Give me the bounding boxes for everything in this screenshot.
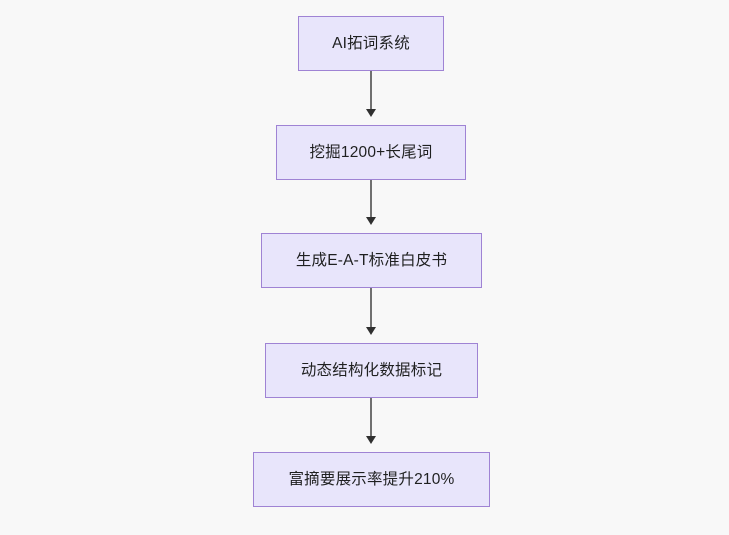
edge-arrowhead-3 [366, 327, 376, 335]
edge-line-1 [370, 71, 372, 109]
flow-node-rich-snippet-impression-uplift[interactable]: 富摘要展示率提升210% [253, 452, 490, 507]
flow-node-label: AI拓词系统 [332, 34, 410, 52]
edge-line-4 [370, 398, 372, 436]
edge-line-2 [370, 180, 372, 217]
flow-node-mine-longtail-keywords[interactable]: 挖掘1200+长尾词 [276, 125, 466, 180]
flow-node-label: 生成E-A-T标准白皮书 [295, 251, 448, 269]
flow-node-label: 富摘要展示率提升210% [288, 470, 455, 488]
edge-arrowhead-4 [366, 436, 376, 444]
flow-node-label: 挖掘1200+长尾词 [309, 143, 433, 161]
flow-node-ai-keyword-system[interactable]: AI拓词系统 [298, 16, 444, 71]
edge-line-3 [370, 288, 372, 327]
edge-arrowhead-2 [366, 217, 376, 225]
flow-node-dynamic-structured-data-markup[interactable]: 动态结构化数据标记 [265, 343, 478, 398]
flow-node-label: 动态结构化数据标记 [300, 361, 443, 379]
edge-arrowhead-1 [366, 109, 376, 117]
flow-node-generate-eat-whitepaper[interactable]: 生成E-A-T标准白皮书 [261, 233, 482, 288]
